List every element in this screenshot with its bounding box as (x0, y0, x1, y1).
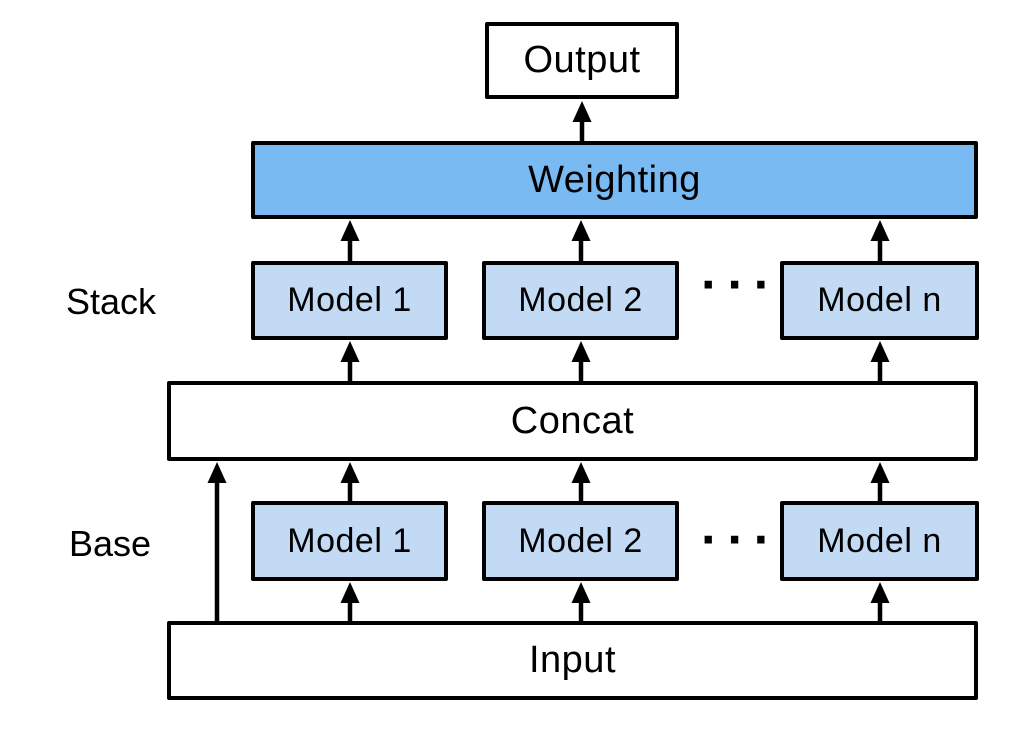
stack-model-1-box: Model 1 (251, 261, 448, 340)
concat-box: Concat (167, 381, 978, 461)
arrow-concat-to-stack-model-2 (571, 341, 591, 381)
arrow-concat-to-stack-model-n (870, 341, 890, 381)
stack-row-label: Stack (65, 281, 157, 322)
output-box: Output (485, 22, 679, 99)
arrow-weighting-to-output (572, 101, 592, 141)
base-row-label: Base (68, 523, 152, 564)
arrow-base-model-2-to-concat (571, 462, 591, 501)
arrow-input-to-concat-bypass (207, 462, 227, 621)
weighting-box: Weighting (251, 141, 978, 219)
arrow-stack-model-n-to-weighting (870, 220, 890, 261)
stack-model-2-box: Model 2 (482, 261, 679, 340)
arrow-base-model-1-to-concat (340, 462, 360, 501)
arrow-base-model-n-to-concat (870, 462, 890, 501)
stack-model-n-box: Model n (780, 261, 979, 340)
stack-ellipsis: ··· (701, 256, 780, 314)
arrow-input-to-base-model-n (870, 582, 890, 621)
base-model-1-box: Model 1 (251, 501, 448, 581)
arrow-stack-model-2-to-weighting (571, 220, 591, 261)
base-ellipsis: ··· (701, 511, 780, 569)
arrow-input-to-base-model-2 (571, 582, 591, 621)
arrow-concat-to-stack-model-1 (340, 341, 360, 381)
base-model-n-box: Model n (780, 501, 979, 581)
arrow-input-to-base-model-1 (340, 582, 360, 621)
arrow-stack-model-1-to-weighting (340, 220, 360, 261)
base-model-2-box: Model 2 (482, 501, 679, 581)
input-box: Input (167, 621, 978, 700)
